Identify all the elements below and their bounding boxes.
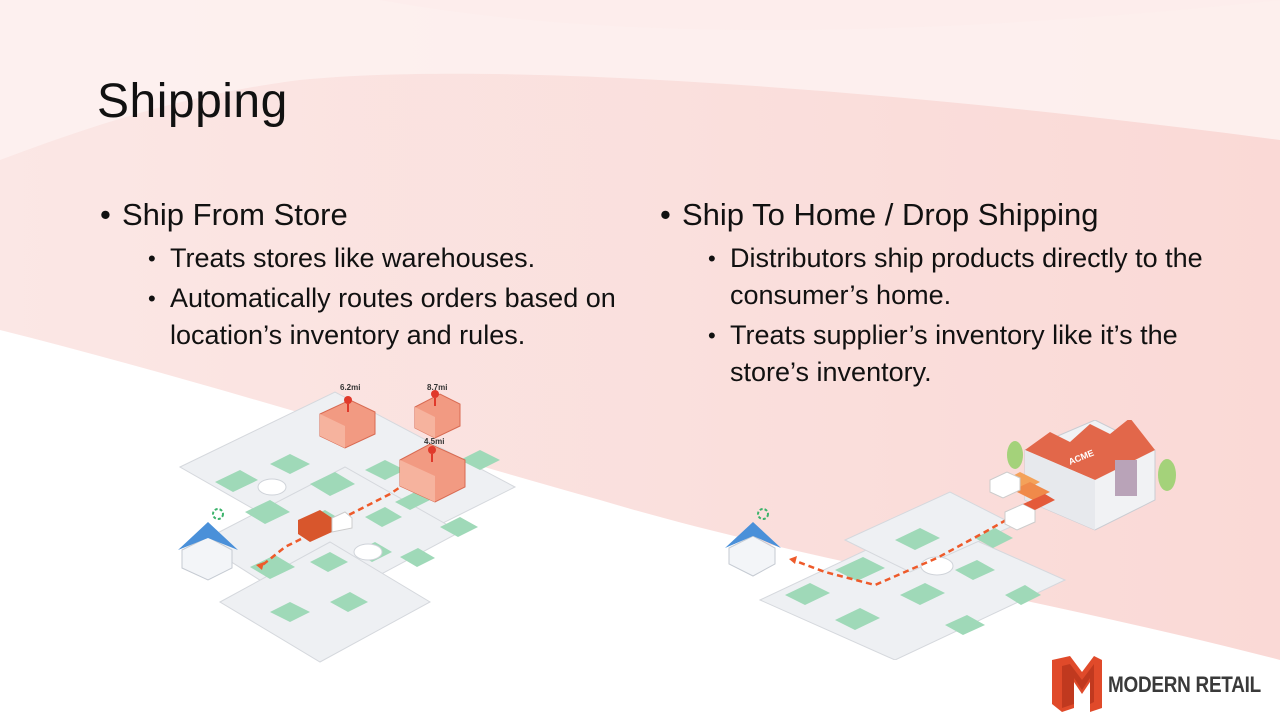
house-icon: [725, 508, 781, 577]
store-icon: [319, 399, 376, 449]
distance-label: 8.7mi: [427, 383, 447, 392]
ship-from-store-illustration: 6.2mi 8.7mi 4.5mi: [178, 383, 517, 663]
modern-retail-logo: [1052, 656, 1102, 712]
bullet-item: Distributors ship products directly to t…: [708, 240, 1220, 314]
bullet-item: Treats supplier’s inventory like it’s th…: [708, 317, 1220, 391]
map-pin-icon: [431, 390, 439, 406]
city-map: [758, 491, 1067, 660]
bullet-item: Automatically routes orders based on loc…: [148, 280, 640, 354]
distance-label: 6.2mi: [340, 383, 360, 392]
ship-from-store-bullets: Treats stores like warehouses. Automatic…: [148, 240, 640, 354]
house-icon: [178, 508, 238, 581]
plant-icon: [1007, 441, 1176, 491]
bullet-item: Treats stores like warehouses.: [148, 240, 640, 277]
store-icon: [399, 443, 466, 503]
distance-label: 4.5mi: [424, 437, 444, 446]
map-pin-icon: [344, 396, 352, 412]
store-icon: [414, 393, 461, 439]
left-column: Ship From Store Treats stores like wareh…: [100, 196, 640, 357]
logo-text: MODERN RETAIL: [1108, 672, 1261, 697]
delivery-route: [792, 513, 1016, 587]
drop-shipping-illustration: ACME: [725, 420, 1176, 660]
ship-to-home-bullets: Distributors ship products directly to t…: [708, 240, 1220, 391]
ship-from-store-heading: Ship From Store: [100, 196, 640, 234]
ship-to-home-heading: Ship To Home / Drop Shipping: [660, 196, 1220, 234]
delivery-truck-icon: [1004, 494, 1055, 531]
slide-title: Shipping: [97, 75, 288, 128]
delivery-truck-icon: [298, 510, 353, 542]
right-column: Ship To Home / Drop Shipping Distributor…: [660, 196, 1220, 394]
city-map: [178, 391, 517, 663]
map-pin-icon: [428, 446, 436, 462]
delivery-truck-icon: [989, 471, 1021, 499]
